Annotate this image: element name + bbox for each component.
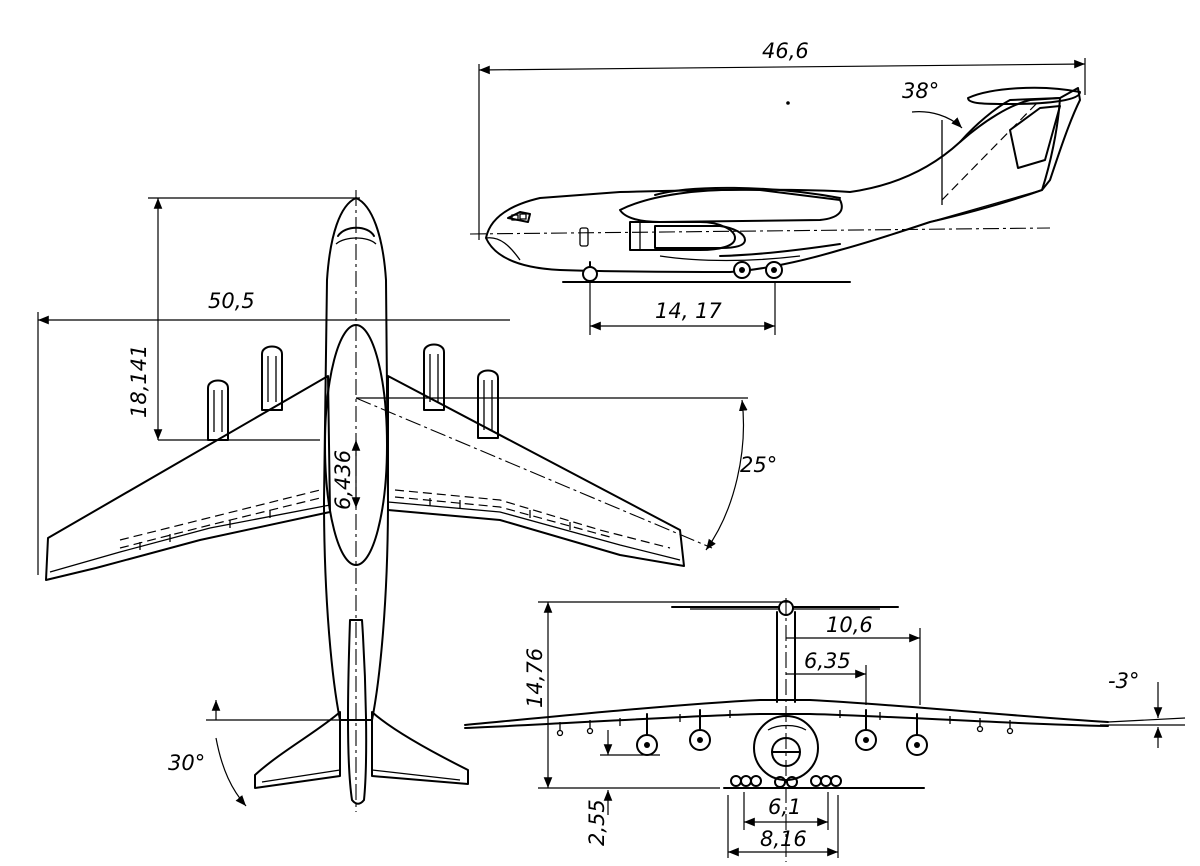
fin-sweep-label: 38° [902, 79, 939, 103]
wing-root-offset-label: 18,141 [127, 345, 151, 418]
top-view: 50,5 18,141 6,436 25° 30° [37, 190, 777, 812]
height-label: 14,76 [523, 648, 547, 708]
tailplane-half-span-label: 10,6 [826, 613, 873, 637]
gear-track-outer-label: 8,16 [760, 827, 807, 851]
tailplane-sweep-label: 30° [168, 751, 205, 775]
wing-sweep-label: 25° [740, 453, 777, 477]
overall-length-label: 46,6 [762, 39, 809, 63]
gear-track-inner-label: 6,1 [768, 795, 801, 819]
wingspan-label: 50,5 [208, 289, 255, 313]
ground-clearance-label: 2,55 [585, 799, 609, 846]
wheelbase-label: 14, 17 [655, 299, 722, 323]
outer-engine-spacing-label: 6,35 [804, 649, 851, 673]
front-view: 14,76 10,6 6,35 -3° 2,55 6,1 8,16 [464, 598, 1186, 862]
fuselage-section-label: 6,436 [331, 450, 355, 510]
side-view: 46,6 38° 14, 17 [469, 39, 1086, 335]
anhedral-label: -3° [1108, 669, 1139, 693]
